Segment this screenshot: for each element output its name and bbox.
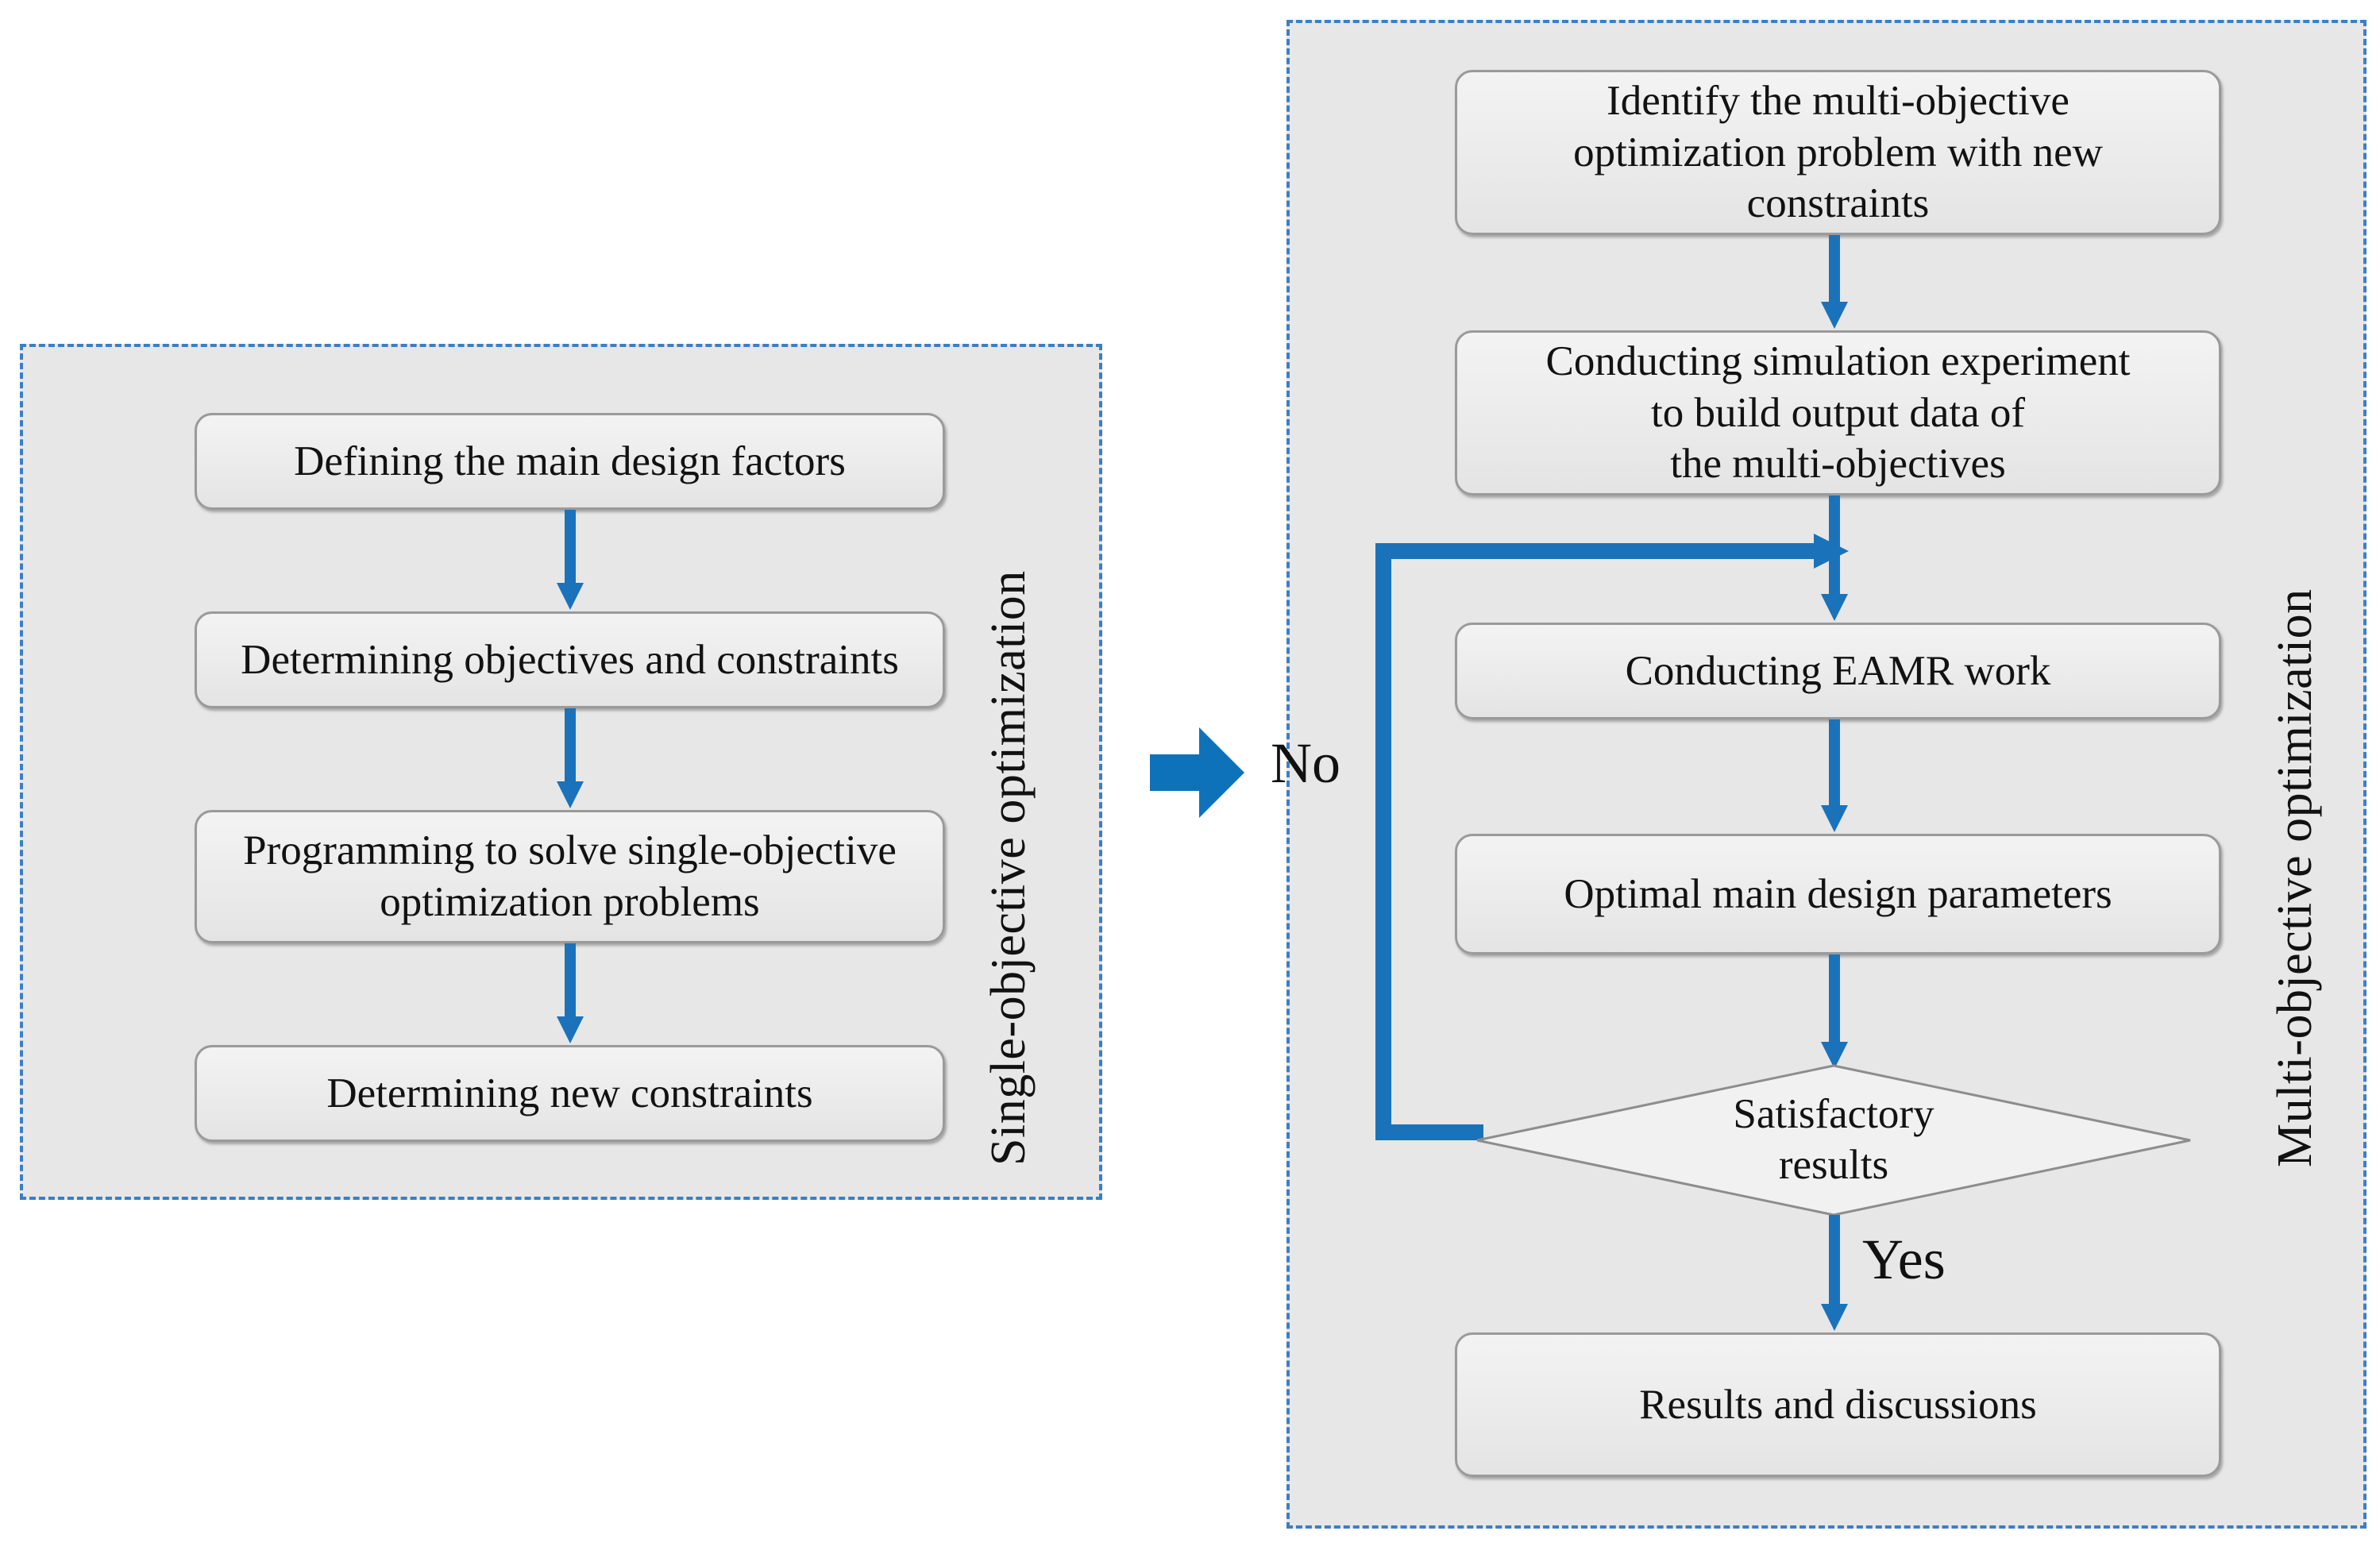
node-line-1: Conducting simulation experiment [1545,338,2131,385]
node-programming-solve-single-objective[interactable]: Programming to solve single-objective op… [195,810,945,943]
node-line-3: constraints [1746,180,1930,227]
arrow-m1-to-m2 [1820,235,1849,330]
arrow-s2-to-s3 [556,708,584,810]
arrow-feedback-loop-no [1372,534,1865,1145]
panel-transition-arrow-icon [1150,724,1245,821]
panel-multi-objective [1286,20,2366,1529]
node-line-2: to build output data of [1650,389,2026,436]
edge-label-no: No [1271,731,1340,795]
node-conducting-eamr-work[interactable]: Conducting EAMR work [1455,623,2221,719]
arrow-decision-yes-to-results [1820,1215,1849,1332]
node-determining-objectives-and-constraints[interactable]: Determining objectives and constraints [195,611,945,708]
node-results-and-discussions[interactable]: Results and discussions [1455,1332,2221,1477]
node-line-2: optimization problems [380,879,760,925]
node-defining-main-design-factors[interactable]: Defining the main design factors [195,413,945,510]
panel-multi-objective-label: Multi-objective optimization [2268,588,2322,1167]
decision-satisfactory-results[interactable]: Satisfactory results [1475,1064,2192,1217]
node-line-1: Programming to solve single-objective [243,827,897,874]
node-conducting-simulation-experiment[interactable]: Conducting simulation experiment to buil… [1455,330,2221,496]
arrow-s1-to-s2 [556,510,584,611]
arrow-m3-to-m4 [1820,719,1849,834]
panel-single-objective-label: Single-objective optimization [982,570,1036,1166]
edge-label-yes: Yes [1862,1228,1946,1291]
node-line-3: the multi-objectives [1670,441,2006,488]
node-determining-new-constraints[interactable]: Determining new constraints [195,1045,945,1142]
node-line-1: Identify the multi-objective [1607,78,2069,125]
node-optimal-main-design-parameters[interactable]: Optimal main design parameters [1455,834,2221,954]
arrow-m4-to-decision [1820,954,1849,1070]
arrow-s3-to-s4 [556,943,584,1045]
node-line-2: optimization problem with new [1573,129,2103,175]
node-identify-multi-objective-problem[interactable]: Identify the multi-objective optimizatio… [1455,70,2221,235]
